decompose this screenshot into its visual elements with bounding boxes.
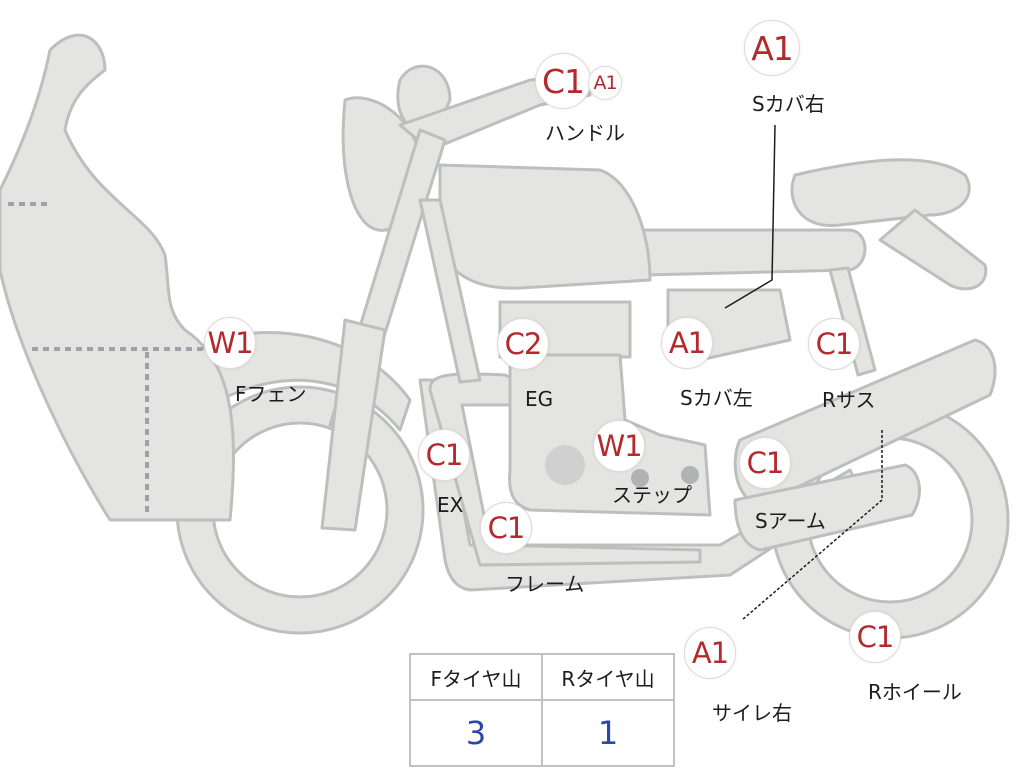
- s-arm-code: C1: [739, 437, 791, 489]
- rear-tire-value: 1: [541, 699, 675, 767]
- swing-arm: [733, 338, 997, 507]
- step-peg-right: [681, 466, 699, 484]
- step-label: ステップ: [612, 483, 692, 507]
- fuel-tank: [438, 163, 652, 290]
- exhaust-code: C1: [418, 429, 470, 481]
- leader-silencer: [741, 430, 883, 621]
- handle-label: ハンドル: [545, 121, 625, 145]
- s-cover-left-code: A1: [661, 317, 713, 369]
- f-fender-label: Fフェン: [235, 382, 307, 406]
- leader-s-cover-right: [724, 124, 776, 309]
- exhaust-pipe: [428, 372, 702, 567]
- s-cover-right-label: Sカバ右: [752, 92, 825, 116]
- fairing: [0, 33, 235, 522]
- side-cover-plate: [631, 228, 867, 277]
- exhaust-label: EX: [437, 493, 464, 517]
- handle-subcode: A1: [588, 66, 622, 100]
- rear-tire-header: Rタイヤ山: [541, 653, 675, 701]
- down-tube: [418, 198, 482, 384]
- step-code: W1: [593, 420, 645, 472]
- silencer: [733, 463, 921, 552]
- step-peg-left: [631, 469, 649, 487]
- fork-slider: [320, 318, 387, 532]
- silencer-right-label: サイレ右: [712, 701, 792, 725]
- tail-cowl: [878, 208, 988, 291]
- r-wheel-code: C1: [849, 611, 901, 663]
- s-arm-label: Sアーム: [755, 509, 826, 533]
- handle-code: C1: [535, 53, 591, 109]
- frame-code: C1: [480, 502, 532, 554]
- front-tire-header: Fタイヤ山: [409, 653, 543, 701]
- f-fender-code: W1: [204, 317, 256, 369]
- engine-label: EG: [525, 387, 554, 411]
- s-cover-right-code: A1: [744, 20, 800, 76]
- rear-seat: [790, 158, 971, 228]
- front-tire-value: 3: [409, 699, 543, 767]
- s-cover-left-label: Sカバ左: [680, 386, 753, 410]
- tire-tread-table: Fタイヤ山 Rタイヤ山 3 1: [409, 653, 675, 767]
- silencer-right-code: A1: [684, 627, 736, 679]
- engine-code: C2: [497, 318, 549, 370]
- r-suspension-label: Rサス: [822, 388, 876, 412]
- r-wheel-label: Rホイール: [868, 680, 962, 704]
- frame-label: フレーム: [505, 572, 585, 596]
- r-suspension-code: C1: [808, 318, 860, 370]
- clutch-cover: [545, 445, 585, 485]
